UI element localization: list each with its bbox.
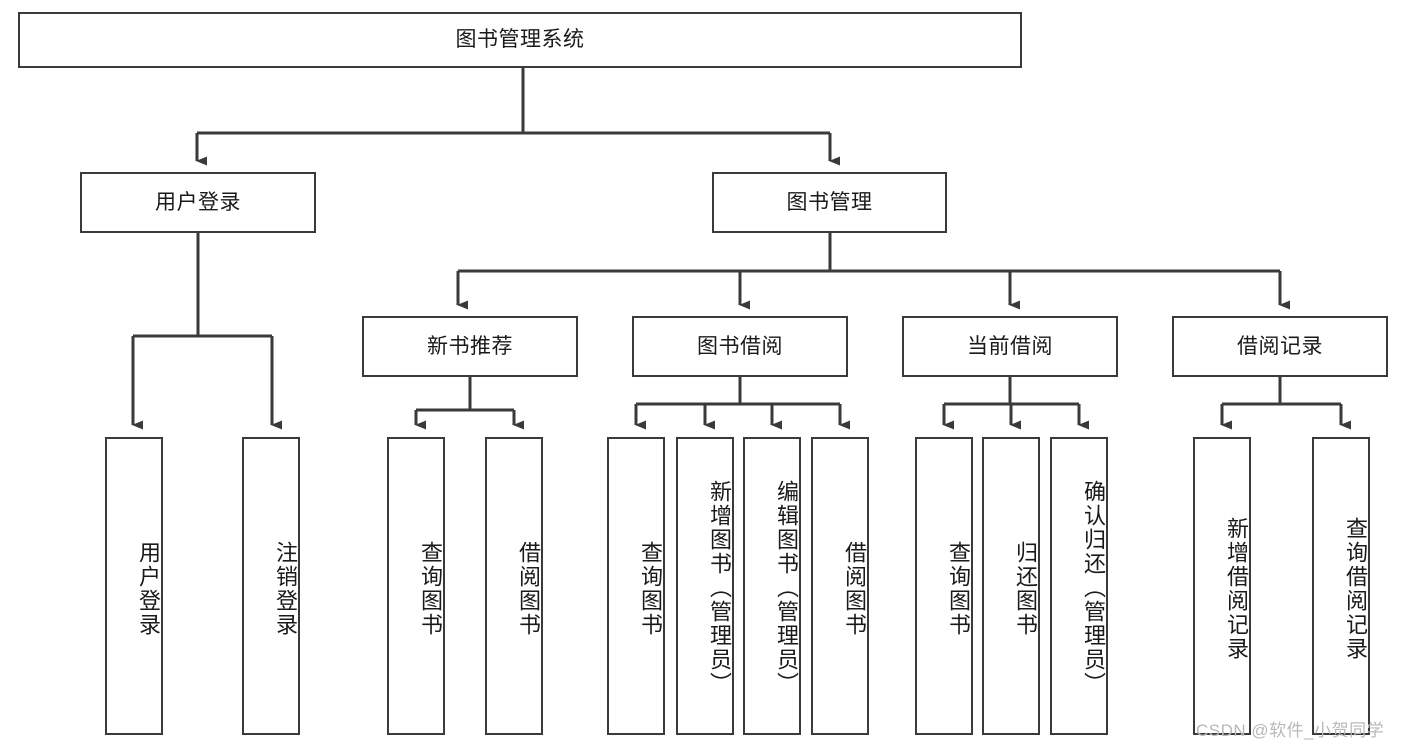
node-user-login[interactable]: 用户登录 bbox=[80, 172, 316, 233]
leaf-current-query-book[interactable]: 查询图书 bbox=[915, 437, 973, 735]
node-book-borrow[interactable]: 图书借阅 bbox=[632, 316, 848, 377]
leaf-user-login-logout[interactable]: 注销登录 bbox=[242, 437, 300, 735]
node-book-management[interactable]: 图书管理 bbox=[712, 172, 947, 233]
leaf-recommend-query-book[interactable]: 查询图书 bbox=[387, 437, 445, 735]
leaf-borrow-edit-book-admin[interactable]: 编辑图书（管理员） bbox=[743, 437, 801, 735]
leaf-record-query-record[interactable]: 查询借阅记录 bbox=[1312, 437, 1370, 735]
leaf-user-login-login[interactable]: 用户登录 bbox=[105, 437, 163, 735]
leaf-current-confirm-return-admin[interactable]: 确认归还（管理员） bbox=[1050, 437, 1108, 735]
node-new-book-recommend[interactable]: 新书推荐 bbox=[362, 316, 578, 377]
node-root[interactable]: 图书管理系统 bbox=[18, 12, 1022, 68]
leaf-record-add-record[interactable]: 新增借阅记录 bbox=[1193, 437, 1251, 735]
leaf-recommend-borrow-book[interactable]: 借阅图书 bbox=[485, 437, 543, 735]
leaf-borrow-add-book-admin[interactable]: 新增图书（管理员） bbox=[676, 437, 734, 735]
leaf-borrow-borrow-book[interactable]: 借阅图书 bbox=[811, 437, 869, 735]
node-current-borrow[interactable]: 当前借阅 bbox=[902, 316, 1118, 377]
leaf-borrow-query-book[interactable]: 查询图书 bbox=[607, 437, 665, 735]
node-borrow-record[interactable]: 借阅记录 bbox=[1172, 316, 1388, 377]
leaf-current-return-book[interactable]: 归还图书 bbox=[982, 437, 1040, 735]
csdn-watermark: CSDN @软件_小贺同学 bbox=[1196, 721, 1385, 740]
